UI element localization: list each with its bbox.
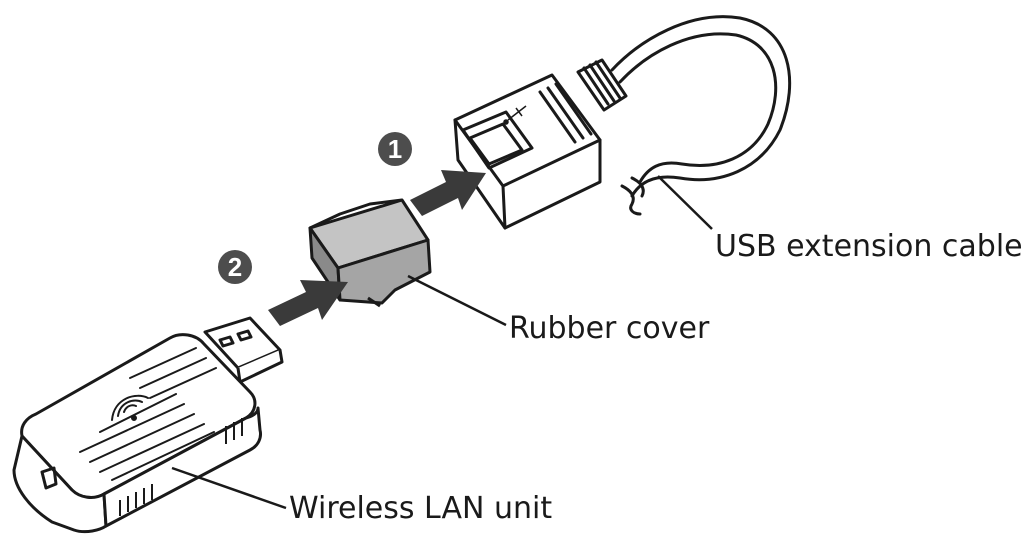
svg-text:2: 2 [228,252,242,282]
callout-line-cable [657,175,713,230]
wifi-waves-icon [111,394,149,421]
usb-extension-cable [453,15,792,230]
rubber-cover [308,198,432,308]
unit-surface-lines [79,347,217,481]
label-usb-extension-cable: USB extension cable [715,229,1023,264]
step-2-arrow [268,280,348,326]
cable-cut-end [620,184,642,216]
step-1-badge: 1 [378,132,412,166]
svg-text:1: 1 [388,134,402,164]
callout-line-cover [407,274,507,327]
usb-trident-icon [503,105,527,125]
label-wireless-lan-unit: Wireless LAN unit [289,491,553,526]
vent-slots [119,418,243,516]
step-1-arrow [410,170,486,216]
callout-lines [171,175,713,510]
label-rubber-cover: Rubber cover [509,311,710,346]
step-2-badge: 2 [218,250,252,284]
cable-wire [610,15,792,198]
callout-line-unit [171,466,287,510]
